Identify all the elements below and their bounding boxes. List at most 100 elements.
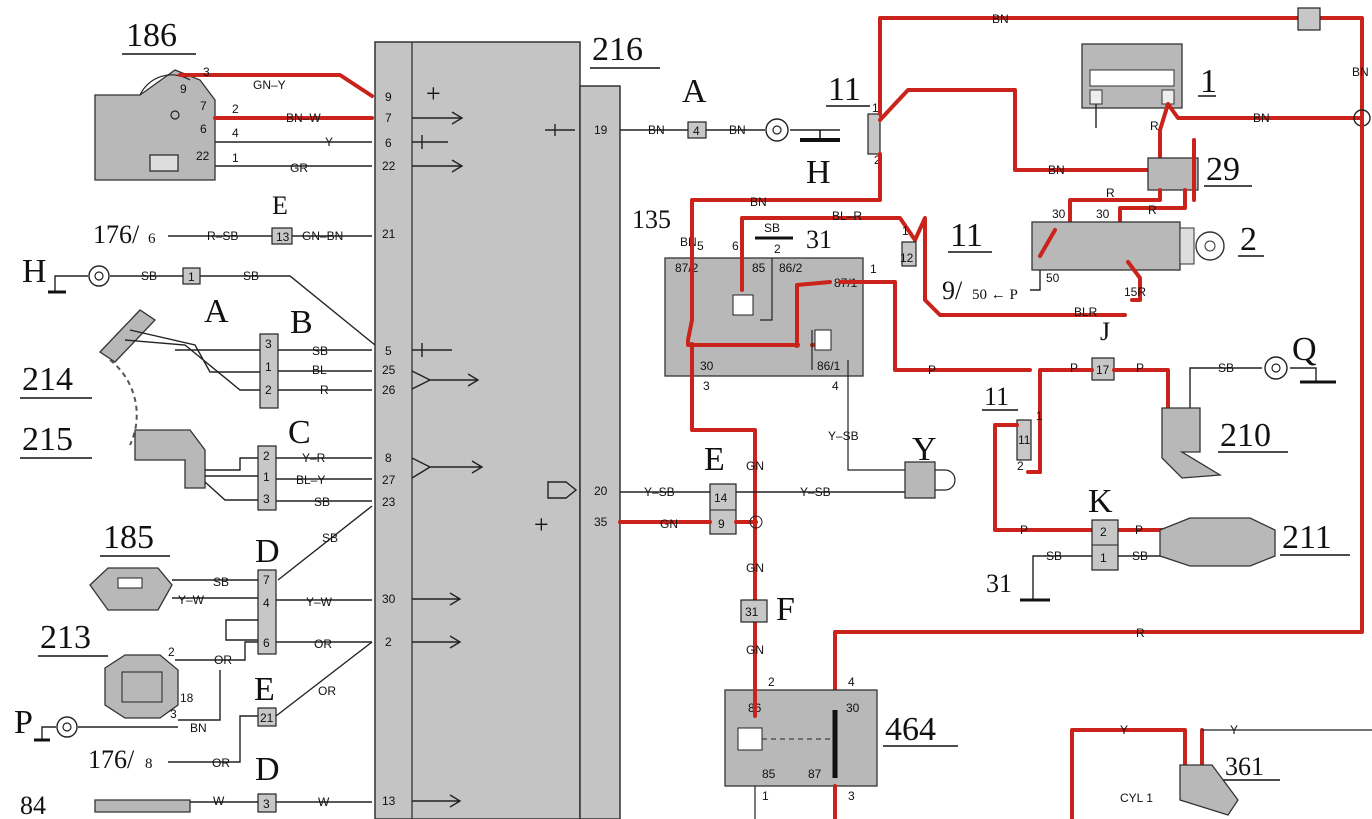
wire-bn: BN bbox=[680, 235, 697, 249]
ground-H: H bbox=[22, 253, 47, 290]
pin-label: 9 bbox=[385, 90, 392, 104]
wire-p: P bbox=[1020, 523, 1028, 537]
pin-label: 30 bbox=[382, 592, 396, 606]
wire-bn: BN bbox=[992, 12, 1009, 26]
wire-or: OR bbox=[318, 684, 336, 698]
ecu-216-right-panel bbox=[579, 85, 621, 819]
sensor-186-body bbox=[94, 69, 216, 181]
wire-y: Y bbox=[1230, 723, 1238, 737]
pin-label: 5 bbox=[385, 344, 392, 358]
connector-J: J bbox=[1100, 317, 1110, 346]
wire-sb: SB bbox=[312, 344, 328, 358]
pin-num: 4 bbox=[232, 126, 239, 140]
wire-gr: GR bbox=[290, 161, 308, 175]
connector-A-left: A bbox=[204, 293, 229, 330]
pin-num: 2 bbox=[1100, 525, 1107, 539]
label-135: 135 bbox=[632, 205, 671, 234]
wire-y: Y bbox=[1120, 723, 1128, 737]
pin-label: 22 bbox=[382, 159, 396, 173]
wire-bn: BN bbox=[190, 721, 207, 735]
label-31-low: 31 bbox=[986, 569, 1012, 598]
pin-num: 9 bbox=[718, 517, 725, 531]
connector-E-right: E bbox=[704, 441, 725, 478]
pin-label: 7 bbox=[385, 111, 392, 125]
wire-y-sb: Y–SB bbox=[828, 429, 859, 443]
pin-num: 21 bbox=[260, 711, 274, 725]
plus-sign: + bbox=[426, 79, 441, 108]
sensor-211 bbox=[1159, 517, 1276, 567]
pin-label: 21 bbox=[382, 227, 396, 241]
wire-gn-bn: GN–BN bbox=[302, 229, 343, 243]
wire-sb: SB bbox=[314, 495, 330, 509]
cyl-label: CYL 1 bbox=[1120, 791, 1153, 805]
label-11-mid: 11 bbox=[950, 217, 983, 254]
wire-bn: BN bbox=[1253, 111, 1270, 125]
ground-P: P bbox=[14, 704, 33, 741]
label-11-top: 11 bbox=[828, 71, 861, 108]
pin-num: 2 bbox=[768, 675, 775, 689]
wire-sb: SB bbox=[1218, 361, 1234, 375]
pin-num: 3 bbox=[170, 707, 177, 721]
pin-num: 3 bbox=[703, 379, 710, 393]
plus-sign-2: + bbox=[534, 510, 549, 539]
pin-num: 2 bbox=[774, 242, 781, 256]
wire-or: OR bbox=[314, 637, 332, 651]
pin-num: 87 bbox=[808, 767, 822, 781]
connector-E-top: E bbox=[272, 191, 288, 220]
pin-num: 1 bbox=[1036, 409, 1043, 423]
pin-label: 20 bbox=[594, 484, 608, 498]
pin-num: 3 bbox=[263, 492, 270, 506]
pin-num: 30 bbox=[1096, 207, 1110, 221]
pin-num: 1 bbox=[188, 270, 195, 284]
pin-label: 23 bbox=[382, 495, 396, 509]
wire-sb: SB bbox=[764, 221, 780, 235]
wire-y-sb: Y–SB bbox=[800, 485, 831, 499]
wire-y-w: Y–W bbox=[178, 593, 205, 607]
pin-num: 30 bbox=[1052, 207, 1066, 221]
ecu-216-left-panel bbox=[374, 41, 581, 819]
wire-sb: SB bbox=[1132, 549, 1148, 563]
pin-label: 8 bbox=[385, 451, 392, 465]
label-2: 2 bbox=[1240, 221, 1257, 258]
pin-num: 4 bbox=[693, 124, 700, 138]
wire-r: R bbox=[1136, 626, 1145, 640]
pin-num: 31 bbox=[745, 605, 759, 619]
pin-num: 85 bbox=[752, 261, 766, 275]
label-361: 361 bbox=[1225, 752, 1264, 781]
pin-num: 2 bbox=[265, 383, 272, 397]
wire-gn: GN bbox=[746, 459, 764, 473]
label-11-low: 11 bbox=[984, 382, 1009, 411]
label-186: 186 bbox=[126, 17, 177, 54]
wire-p: P bbox=[1136, 361, 1144, 375]
label-1: 1 bbox=[1200, 63, 1217, 100]
pin-num: 11 bbox=[1018, 433, 1031, 447]
wire-bl-r: BL–R bbox=[832, 209, 862, 223]
wire-p: P bbox=[928, 363, 936, 377]
wire-gn: GN bbox=[746, 561, 764, 575]
wire-sb: SB bbox=[1046, 549, 1062, 563]
ref-176-8: 176/ bbox=[88, 745, 135, 774]
pin-num: 12 bbox=[900, 251, 914, 265]
pin-num: 1 bbox=[232, 151, 239, 165]
pin-num: 1 bbox=[263, 470, 270, 484]
connector-D-lower: D bbox=[255, 751, 280, 788]
wire-bl-y: BL–Y bbox=[296, 473, 325, 487]
wire-bn: BN bbox=[750, 195, 767, 209]
connector-Q: Q bbox=[1292, 331, 1317, 368]
wire-y-r: Y–R bbox=[302, 451, 326, 465]
wire-w: W bbox=[213, 794, 225, 808]
ref-suffix: 6 bbox=[148, 231, 156, 247]
label-214: 214 bbox=[22, 361, 73, 398]
pin-num: 1 bbox=[1100, 551, 1107, 565]
pin-label: 19 bbox=[594, 123, 608, 137]
pin-num: 2 bbox=[1017, 459, 1024, 473]
pin-num: 5 bbox=[697, 239, 704, 253]
pin-num: 4 bbox=[832, 379, 839, 393]
connector-D: D bbox=[255, 533, 280, 570]
wire-y-sb: Y–SB bbox=[644, 485, 675, 499]
wire-bn: BN bbox=[1048, 163, 1065, 177]
wire-bn: BN bbox=[1352, 65, 1369, 79]
label-216: 216 bbox=[592, 31, 643, 68]
label-84: 84 bbox=[20, 791, 46, 819]
wire-bn: BN bbox=[729, 123, 746, 137]
